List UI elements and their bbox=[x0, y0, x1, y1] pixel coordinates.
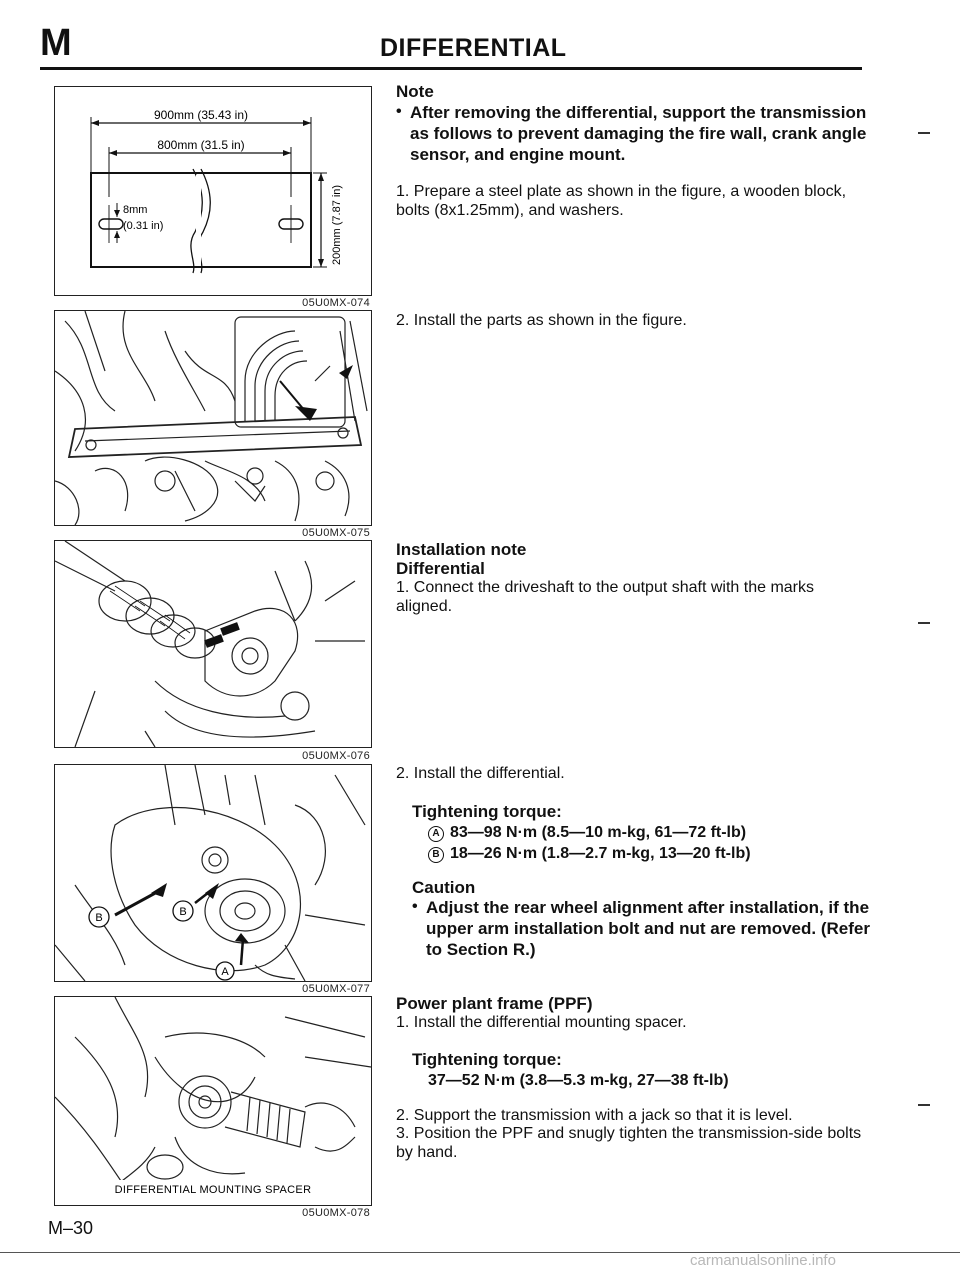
note-bullet-text: After removing the differential, support… bbox=[410, 103, 867, 164]
footer-rule bbox=[0, 1252, 960, 1253]
figure-driveshaft bbox=[54, 540, 372, 748]
figure-caption: 05U0MX-077 bbox=[302, 983, 370, 995]
callout-b-icon: B bbox=[428, 847, 444, 863]
watermark: carmanualsonline.info bbox=[690, 1252, 836, 1269]
figure-mounting-spacer: DIFFERENTIAL MOUNTING SPACER bbox=[54, 996, 372, 1206]
ppf-heading: Power plant frame (PPF) bbox=[396, 994, 593, 1013]
callout-b-center: B bbox=[179, 906, 186, 918]
torque-a-value: 83—98 N·m (8.5—10 m-kg, 61—72 ft-lb) bbox=[450, 824, 747, 841]
driveshaft-illustration bbox=[55, 541, 365, 747]
caution-heading: Caution bbox=[412, 878, 476, 897]
spacer-label: DIFFERENTIAL MOUNTING SPACER bbox=[115, 1184, 312, 1196]
caution-block: Caution • Adjust the rear wheel alignmen… bbox=[396, 878, 887, 960]
mounting-spacer-illustration: DIFFERENTIAL MOUNTING SPACER bbox=[55, 997, 371, 1198]
note-heading: Note bbox=[396, 82, 434, 101]
height-label: 200mm (7.87 in) bbox=[331, 185, 343, 265]
ppf-torque-value: 37—52 N·m (3.8—5.3 m-kg, 27—38 ft-lb) bbox=[428, 1072, 729, 1089]
torque-a: A 83—98 N·m (8.5—10 m-kg, 61—72 ft-lb) bbox=[412, 823, 887, 842]
inner-width-label: 800mm (31.5 in) bbox=[157, 138, 244, 152]
ppf-block: Power plant frame (PPF) 1. Install the d… bbox=[396, 994, 871, 1032]
caution-bullet-text: Adjust the rear wheel alignment after in… bbox=[426, 898, 870, 959]
figure-caption: 05U0MX-074 bbox=[302, 297, 370, 309]
hole-size-inch-label: (0.31 in) bbox=[123, 220, 163, 232]
callout-a-icon: A bbox=[428, 826, 444, 842]
figure-caption: 05U0MX-076 bbox=[302, 750, 370, 762]
note-step-2: 2. Install the parts as shown in the fig… bbox=[396, 312, 687, 329]
installation-heading: Installation note bbox=[396, 540, 527, 559]
figure-differential-install: B B A bbox=[54, 764, 372, 982]
steel-plate-drawing: 900mm (35.43 in) 800mm (31.5 in) 8mm (0.… bbox=[90, 108, 343, 274]
bullet-icon: • bbox=[396, 103, 402, 120]
hole-size-label: 8mm bbox=[123, 204, 147, 216]
callout-a: A bbox=[221, 966, 229, 978]
differential-install-illustration: B B A bbox=[55, 765, 366, 981]
torque-heading: Tightening torque: bbox=[412, 802, 562, 821]
ppf-step-2: 2. Support the transmission with a jack … bbox=[396, 1107, 793, 1124]
note-bullet: • After removing the differential, suppo… bbox=[396, 102, 871, 165]
ppf-torque-heading: Tightening torque: bbox=[412, 1050, 562, 1069]
margin-mark bbox=[918, 622, 930, 624]
section-letter: M bbox=[40, 22, 73, 64]
installation-step-2: 2. Install the differential. bbox=[396, 765, 565, 782]
callout-b-left: B bbox=[95, 912, 102, 924]
figure-plate-installed bbox=[54, 310, 372, 526]
overall-width-label: 900mm (35.43 in) bbox=[154, 108, 248, 122]
torque-b: B 18—26 N·m (1.8—2.7 m-kg, 13—20 ft-lb) bbox=[412, 844, 887, 863]
margin-mark bbox=[918, 132, 930, 134]
torque-block: Tightening torque: A 83—98 N·m (8.5—10 m-… bbox=[396, 802, 887, 863]
bullet-icon: • bbox=[412, 898, 418, 915]
page-number: M–30 bbox=[48, 1218, 94, 1238]
torque-b-value: 18—26 N·m (1.8—2.7 m-kg, 13—20 ft-lb) bbox=[450, 845, 751, 862]
installation-subheading: Differential bbox=[396, 559, 485, 578]
ppf-step-3: 3. Position the PPF and snugly tighten t… bbox=[396, 1125, 862, 1161]
caution-bullet: • Adjust the rear wheel alignment after … bbox=[412, 897, 887, 960]
figure-caption: 05U0MX-078 bbox=[302, 1207, 370, 1219]
margin-mark bbox=[918, 1104, 930, 1106]
figure-caption: 05U0MX-075 bbox=[302, 527, 370, 539]
note-step-1: 1. Prepare a steel plate as shown in the… bbox=[396, 183, 847, 219]
page-title: DIFFERENTIAL bbox=[380, 34, 567, 62]
header-rule bbox=[40, 67, 862, 70]
installation-step-1: 1. Connect the driveshaft to the output … bbox=[396, 579, 815, 615]
note-block: Note • After removing the differential, … bbox=[396, 82, 871, 165]
plate-installation-illustration bbox=[55, 311, 368, 525]
installation-block: Installation note Differential 1. Connec… bbox=[396, 540, 871, 616]
figure-steel-plate: 900mm (35.43 in) 800mm (31.5 in) 8mm (0.… bbox=[54, 86, 372, 296]
ppf-step-1: 1. Install the differential mounting spa… bbox=[396, 1014, 687, 1031]
ppf-torque-block: Tightening torque: 37—52 N·m (3.8—5.3 m-… bbox=[396, 1050, 887, 1090]
